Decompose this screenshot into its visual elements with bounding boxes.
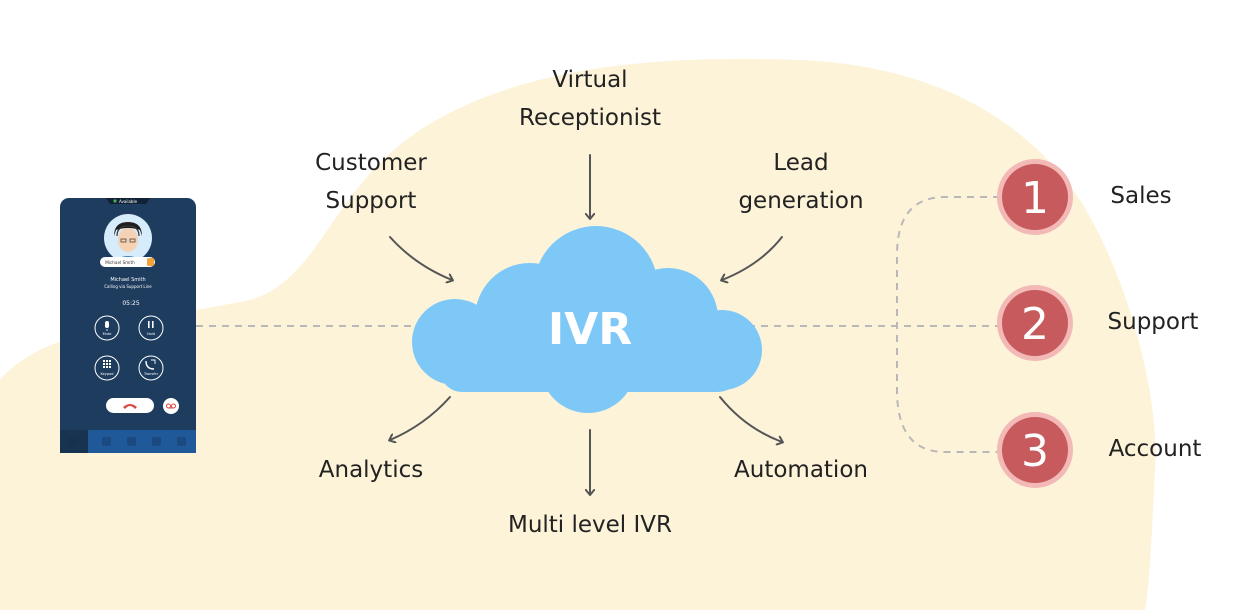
feature-virtual-receptionist-line2: Receptionist <box>519 105 661 131</box>
option-number-2: 2 <box>1021 299 1049 350</box>
pause-icon <box>148 321 154 328</box>
microphone-icon <box>105 321 109 331</box>
feature-lead-generation-line2: generation <box>738 188 863 214</box>
feature-customer-support-line1: Customer <box>315 150 427 176</box>
end-call-button[interactable] <box>106 398 154 413</box>
hold-button[interactable]: Hold <box>138 315 164 341</box>
option-label-account: Account <box>1109 436 1202 462</box>
feature-customer-support-line2: Support <box>326 188 417 214</box>
feature-lead-generation-line1: Lead <box>773 150 828 176</box>
option-label-support: Support <box>1108 309 1199 335</box>
phone-body <box>60 198 196 453</box>
phone-bottom-nav <box>60 430 196 453</box>
hold-label: Hold <box>147 332 155 336</box>
keypad-icon <box>103 360 111 368</box>
nav-item-2[interactable] <box>102 437 111 446</box>
record-button[interactable] <box>163 398 179 414</box>
option-badge-3: 3 <box>997 412 1073 488</box>
nav-item-5[interactable] <box>177 437 186 446</box>
mute-label: Mute <box>103 332 112 336</box>
feature-arrows <box>390 154 782 494</box>
keypad-button[interactable]: Keypad <box>94 355 120 381</box>
feature-automation: Automation <box>734 457 868 483</box>
option-label-sales: Sales <box>1110 183 1171 209</box>
calling-via: Calling via Support Line <box>104 284 152 289</box>
transfer-button[interactable]: Transfer <box>138 355 164 381</box>
nav-item-1[interactable] <box>68 437 77 446</box>
feature-analytics: Analytics <box>319 457 423 483</box>
ivr-cloud <box>412 226 762 413</box>
voicemail-icon <box>166 403 176 409</box>
keypad-label: Keypad <box>101 372 114 376</box>
transfer-label: Transfer <box>143 372 159 376</box>
nav-item-3[interactable] <box>127 437 136 446</box>
caller-name: Michael Smith <box>110 277 145 283</box>
option-badge-1: 1 <box>997 159 1073 235</box>
phone-status: Available <box>119 199 138 204</box>
avatar <box>104 214 152 262</box>
end-call-icon <box>123 404 137 409</box>
phone-mockup: Available Michael Smith Michael Smith Ca… <box>60 198 196 453</box>
ivr-label: IVR <box>548 304 632 355</box>
caller-chip-name: Michael Smith <box>105 260 135 265</box>
mute-button[interactable]: Mute <box>94 315 120 341</box>
nav-item-4[interactable] <box>152 437 161 446</box>
option-badge-2: 2 <box>997 285 1073 361</box>
caller-chip-tag <box>147 258 154 266</box>
option-number-1: 1 <box>1021 173 1049 224</box>
call-timer: 05:25 <box>122 300 139 307</box>
caller-chip <box>100 257 155 267</box>
dashed-connectors <box>196 196 1000 453</box>
phone-transfer-icon <box>145 359 156 370</box>
feature-multi-level-ivr: Multi level IVR <box>508 512 672 538</box>
feature-virtual-receptionist-line1: Virtual <box>552 67 627 93</box>
option-number-3: 3 <box>1021 426 1049 477</box>
